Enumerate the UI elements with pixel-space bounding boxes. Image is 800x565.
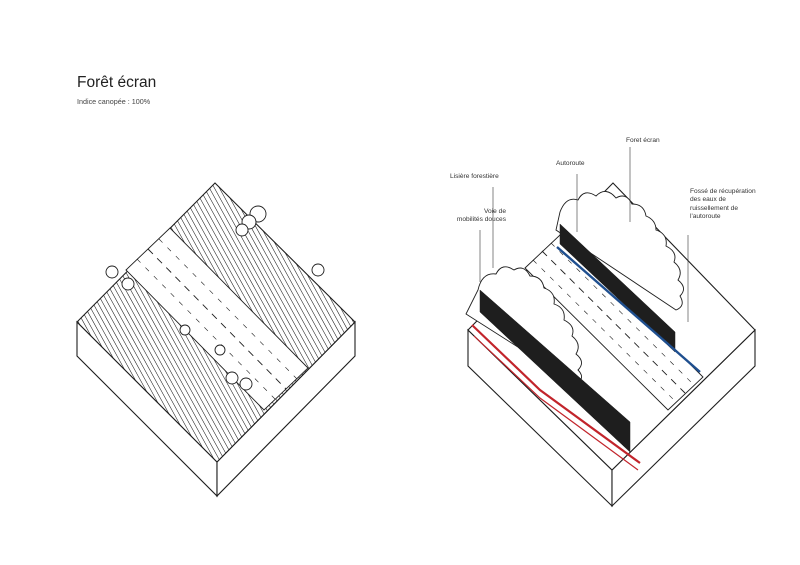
drainage-ditch — [556, 246, 701, 373]
field-hatch-line — [0, 180, 40, 470]
annotation-leaders — [479, 147, 689, 322]
field-hatch-line — [77, 183, 81, 462]
label-autoroute: Autoroute — [556, 160, 585, 167]
soft-mobility-lane — [471, 324, 641, 471]
forest-canopy-near — [465, 266, 631, 453]
left-terrain-block — [0, 180, 356, 498]
label-fosse-recuperation: Fossé de récupération des eaux de ruisse… — [690, 188, 756, 221]
left-small-trees — [105, 205, 325, 391]
field-hatch-line — [0, 180, 5, 470]
field-hatch-line — [0, 180, 30, 470]
label-voie-mobilites-douces: Voie de mobilités douces — [456, 208, 506, 224]
field-hatch-line — [0, 180, 70, 470]
field-hatch-line — [0, 180, 45, 470]
field-hatch-line — [77, 183, 86, 462]
field-hatch-line — [0, 180, 55, 470]
field-hatch-line — [0, 180, 20, 470]
left-highway-centerline — [147, 248, 287, 390]
field-hatch-line — [0, 180, 35, 470]
field-hatch-line — [0, 180, 65, 470]
field-hatch-line — [0, 180, 15, 470]
field-hatch-line — [0, 180, 25, 470]
label-lisiere-forestiere: Lisière forestière — [450, 173, 499, 180]
page-title: Forêt écran — [77, 74, 157, 91]
field-hatch-line — [0, 180, 10, 470]
field-hatch-line — [0, 180, 60, 470]
field-hatch-line — [229, 183, 355, 462]
field-hatch-line — [0, 180, 50, 470]
canopy-index-subtitle: Indice canopée : 100% — [77, 97, 151, 106]
field-hatch-line — [77, 183, 211, 462]
field-hatch-line — [77, 183, 206, 462]
field-hatch-line — [0, 180, 75, 470]
label-foret-ecran: Foret écran — [626, 137, 660, 144]
left-highway — [125, 227, 309, 411]
